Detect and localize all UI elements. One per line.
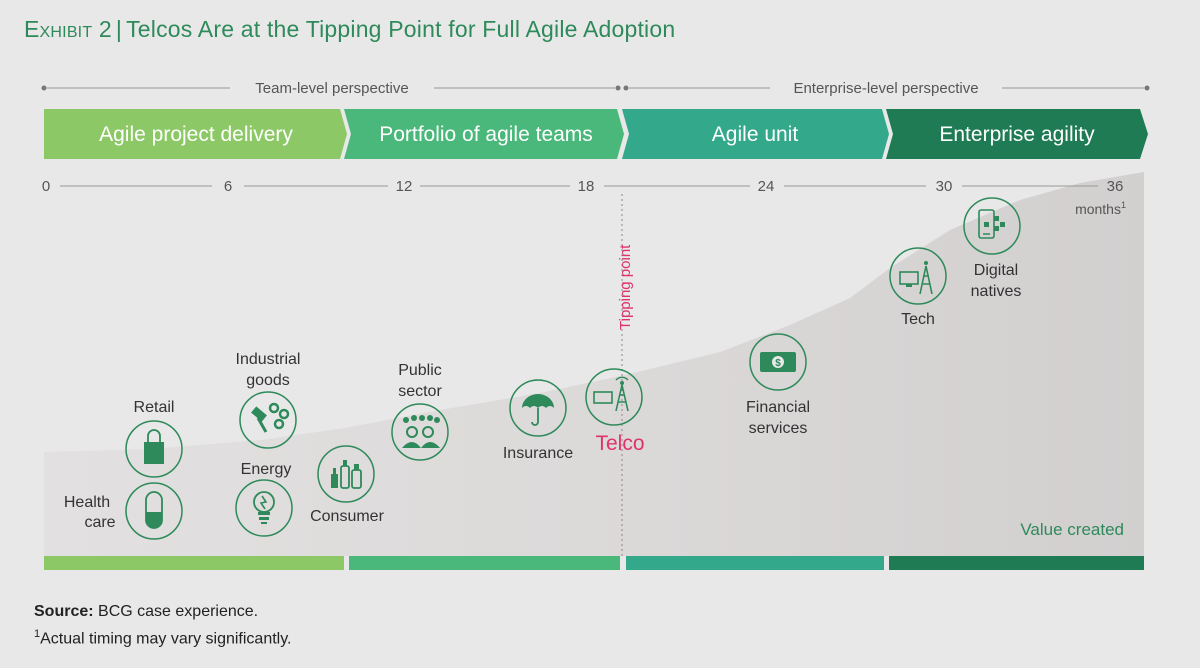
industry-retail: Retail <box>125 399 183 478</box>
axis-tick-label: 6 <box>224 178 232 195</box>
phase-portfolio-of-agile-teams <box>344 109 624 159</box>
footnote: 1Actual timing may vary significantly. <box>34 623 291 650</box>
industry-label-highlight: Telco <box>595 432 644 455</box>
axis-tick-label: 24 <box>758 178 775 195</box>
industry-label: Retail <box>134 399 175 416</box>
industry-health-care: Health care <box>64 482 183 540</box>
exhibit-title: Exhibit 2|Telcos Are at the Tipping Poin… <box>24 16 675 43</box>
lightbulb-icon <box>253 491 275 524</box>
exhibit-notes: Source: BCG case experience. 1Actual tim… <box>34 600 291 650</box>
source-text: BCG case experience. <box>98 603 259 620</box>
team-perspective-ruler: Team-level perspective <box>41 80 621 97</box>
industry-label: goods <box>246 372 290 389</box>
banknote-icon: $ <box>760 352 796 372</box>
footnote-mark: 1 <box>34 628 41 640</box>
phase-bar-agile-project-delivery <box>44 556 344 570</box>
industry-industrial-goods: Industrial goods <box>236 351 301 449</box>
axis-tick-label: 30 <box>936 178 953 195</box>
phase-agile-unit <box>622 109 889 159</box>
tipping-point-label: Tipping point <box>617 244 634 330</box>
smartphone-icon <box>978 209 1005 239</box>
industry-label: sector <box>398 383 442 400</box>
industry-label: Industrial <box>236 351 301 368</box>
computer-tower-icon <box>899 261 933 295</box>
enterprise-perspective-ruler: Enterprise-level perspective <box>623 80 1150 97</box>
industry-label: Insurance <box>503 445 573 462</box>
source-note: Source: BCG case experience. <box>34 600 291 623</box>
industry-label: Tech <box>901 311 935 328</box>
phase-agile-project-delivery <box>44 109 347 159</box>
phase-bar-enterprise-agility <box>889 556 1144 570</box>
industry-label: Public <box>398 362 442 379</box>
axis-unit-label: months1 <box>1075 200 1126 217</box>
phase-enterprise-agility <box>886 109 1148 159</box>
value-created-label: Value created <box>1020 520 1124 539</box>
telecom-tower-icon <box>593 376 629 412</box>
bottles-icon <box>331 460 362 489</box>
industry-consumer: Consumer <box>310 445 385 525</box>
industry-label: Digital <box>974 262 1018 279</box>
shopping-bag-icon <box>144 429 164 464</box>
axis-tick-label: 18 <box>578 178 595 195</box>
team-perspective-label: Team-level perspective <box>255 80 408 97</box>
industry-telco: Telco <box>585 368 645 455</box>
industry-insurance: Insurance <box>503 379 573 462</box>
phase-bottom-bars <box>44 556 1144 570</box>
footnote-text: Actual timing may vary significantly. <box>40 630 292 648</box>
industry-label: Health <box>64 494 110 511</box>
industry-energy: Energy <box>235 461 293 537</box>
bolts-gears-icon <box>251 402 290 433</box>
axis-tick-label: 0 <box>42 178 50 195</box>
phase-label: Agile project delivery <box>99 123 293 146</box>
industry-label: services <box>749 420 808 437</box>
industry-label: Financial <box>746 399 810 416</box>
phase-label: Agile unit <box>712 123 799 146</box>
exhibit-title-text: Telcos Are at the Tipping Point for Full… <box>126 16 676 42</box>
month-axis: 0 6 12 18 24 30 36 months1 <box>42 178 1126 217</box>
crowd-icon <box>402 415 440 448</box>
phase-label: Portfolio of agile teams <box>379 123 593 146</box>
industry-public-sector: Public sector <box>391 362 449 461</box>
industry-label: care <box>84 514 115 531</box>
enterprise-perspective-label: Enterprise-level perspective <box>793 80 978 97</box>
industry-digital-natives: Digital natives <box>963 197 1022 300</box>
phase-banner: Agile project delivery Portfolio of agil… <box>44 109 1148 159</box>
industry-label: Consumer <box>310 508 384 525</box>
value-created-area <box>44 172 1144 556</box>
title-separator: | <box>115 16 123 42</box>
phase-label: Enterprise agility <box>939 123 1095 146</box>
axis-tick-label: 12 <box>396 178 413 195</box>
source-label: Source: <box>34 603 94 620</box>
pill-icon <box>145 491 163 529</box>
phase-bar-agile-unit <box>626 556 884 570</box>
axis-unit-text: months <box>1075 201 1121 217</box>
axis-unit-footnote: 1 <box>1121 200 1126 210</box>
umbrella-icon <box>522 394 554 426</box>
industry-tech: Tech <box>889 247 947 328</box>
exhibit-number: Exhibit 2 <box>24 16 112 42</box>
axis-tick-label: 36 <box>1107 178 1124 195</box>
phase-bar-portfolio-of-agile-teams <box>349 556 620 570</box>
svg-text:$: $ <box>775 358 781 369</box>
industry-label: natives <box>971 283 1022 300</box>
industry-financial-services: $ Financial services <box>746 333 810 437</box>
industry-label: Energy <box>241 461 292 478</box>
